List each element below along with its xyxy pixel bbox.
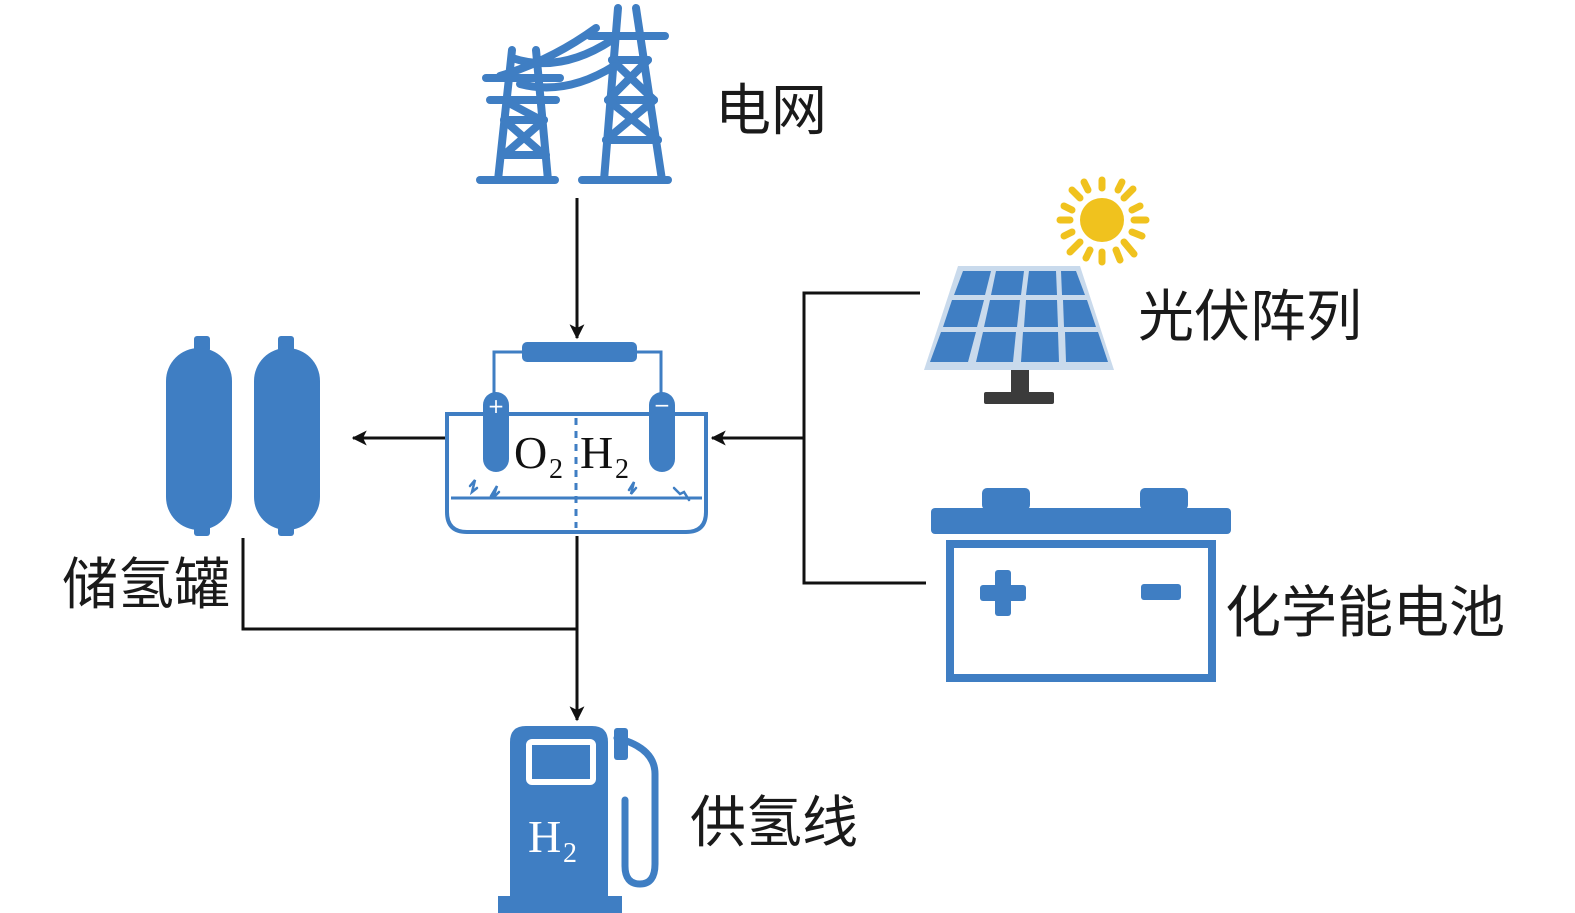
gas-cylinder-icon (166, 336, 320, 536)
battery-icon (931, 488, 1231, 682)
cathode-electrode (649, 392, 675, 472)
solar-panel-icon (924, 266, 1114, 404)
dispenser-subscript: 2 (563, 838, 577, 869)
anode-sign: + (488, 394, 505, 418)
pv-connector-line (802, 291, 926, 585)
electrolyte-tank (445, 412, 708, 534)
hydrogen-symbol: H (580, 427, 613, 478)
cathode-sign: − (654, 393, 671, 417)
hydrogen-tank-label: 储氢罐 (62, 553, 230, 618)
oxygen-subscript: 2 (549, 454, 563, 485)
pv-array-label: 光伏阵列 (1138, 285, 1362, 350)
fuel-pump-icon: H 2 (498, 726, 659, 913)
anode-electrode (483, 392, 509, 472)
chemical-battery-label: 化学能电池 (1225, 581, 1505, 646)
transmission-tower-icon (476, 4, 672, 184)
reaction-bubbles (468, 479, 691, 502)
connection-lines (241, 198, 926, 722)
hydrogen-supply-label: 供氢线 (690, 791, 858, 856)
electrolyzer-connector-bar (522, 342, 637, 362)
tank-to-supply-line (241, 538, 577, 631)
hydrogen-subscript: 2 (615, 454, 629, 485)
grid-label: 电网 (715, 79, 827, 144)
oxygen-symbol: O (514, 427, 547, 478)
sun-icon (1056, 176, 1150, 266)
dispenser-h-symbol: H (528, 811, 561, 862)
anode-wire (492, 350, 522, 396)
cathode-wire (637, 350, 663, 396)
electrolyzer-icon: + − O 2 H 2 (445, 342, 708, 534)
